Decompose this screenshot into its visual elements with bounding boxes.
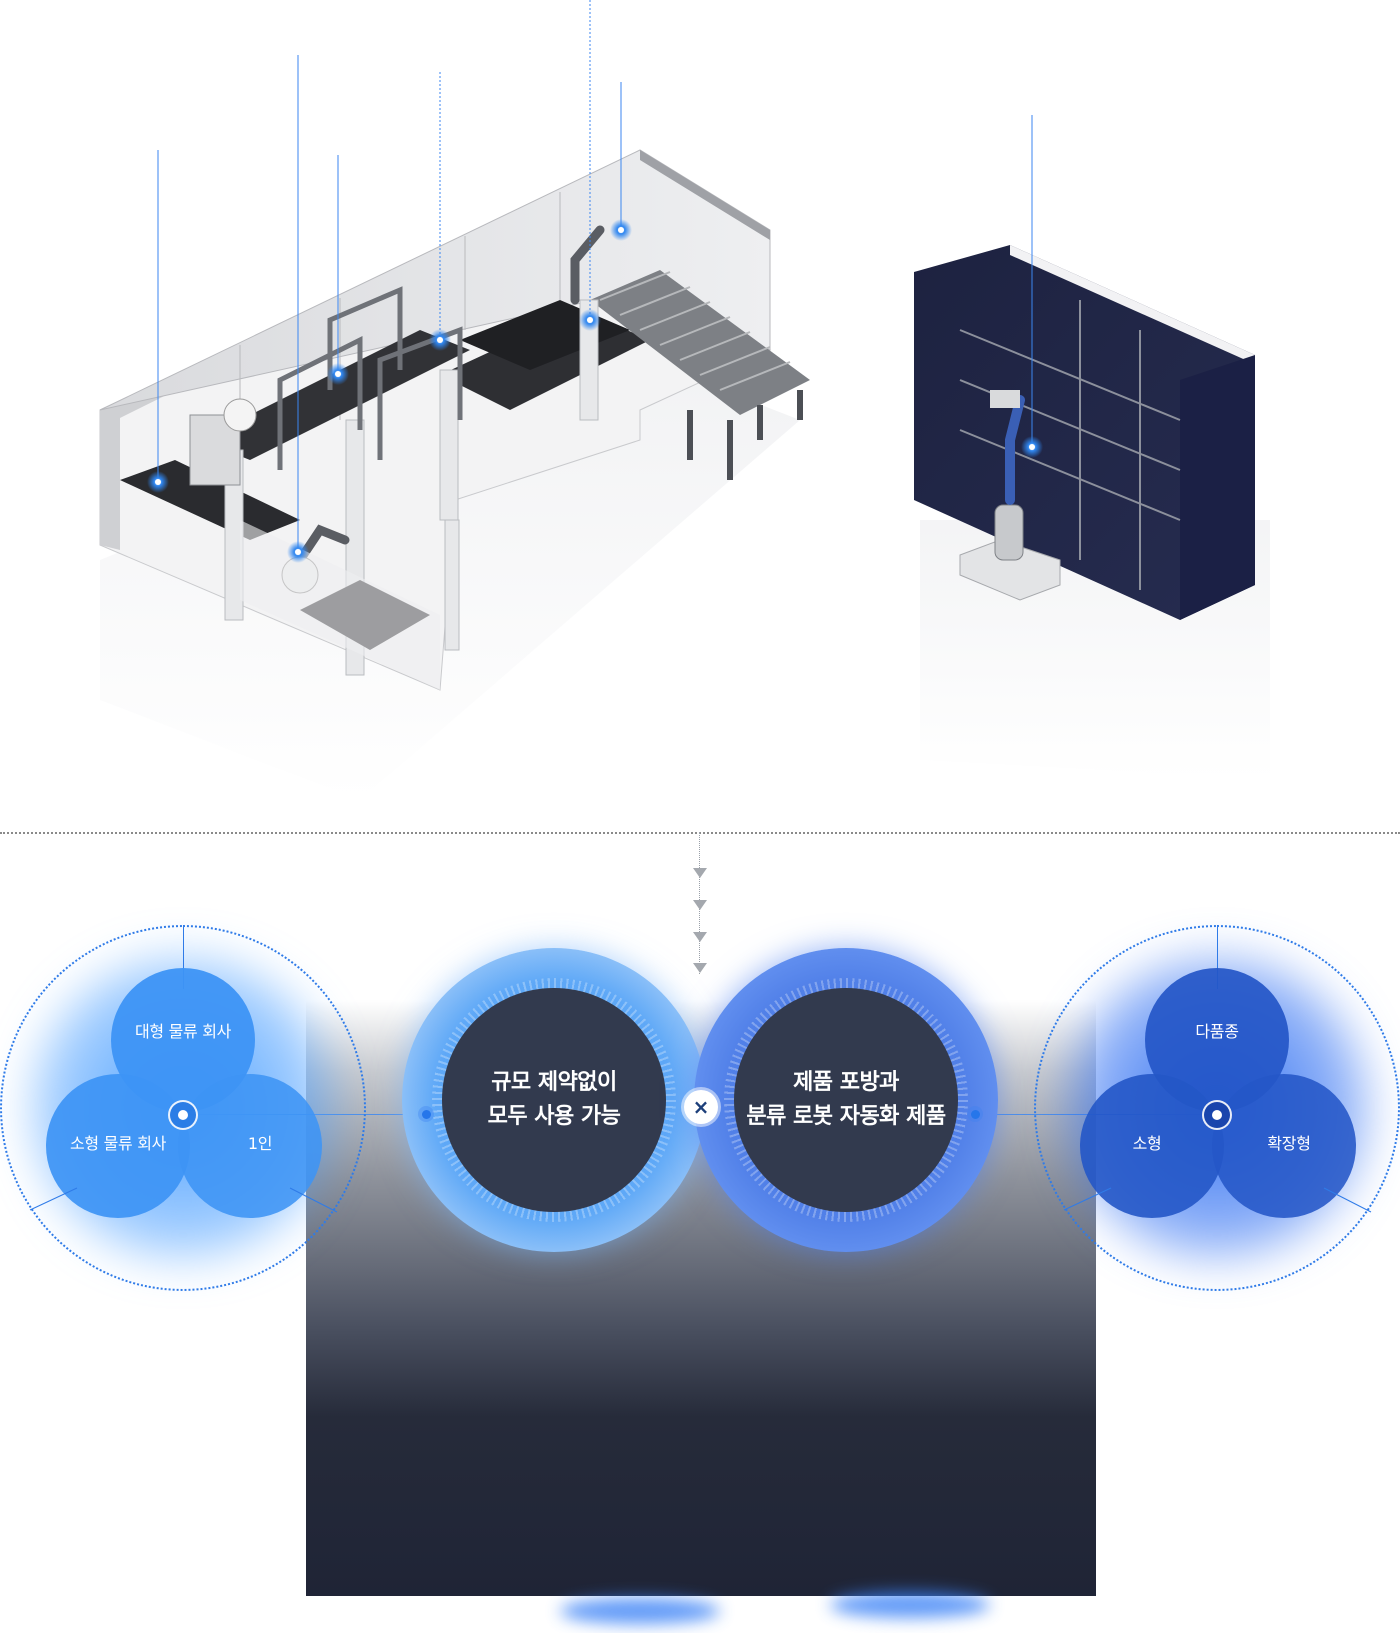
section-divider: [0, 832, 1400, 834]
venn-top-label: 다품종: [1195, 1022, 1239, 1041]
venn-right-label: 1인: [247, 1134, 273, 1153]
scale-line2: 모두 사용 가능: [487, 1104, 621, 1129]
venn-right-circle: 1인: [178, 1074, 322, 1218]
flow-arrows: [693, 832, 707, 974]
product-circle-text: 제품 포방과 분류 로봇 자동화 제품: [734, 988, 958, 1212]
venn-right-label: 확장형: [1267, 1134, 1311, 1153]
scale-circle: 규모 제약없이 모두 사용 가능: [402, 948, 706, 1252]
left-venn-ticks: [29, 1187, 338, 1213]
product-line2: 분류 로봇 자동화 제품: [746, 1104, 946, 1129]
product-line1: 제품 포방과: [793, 1070, 899, 1095]
connector-dot-left: [418, 1106, 434, 1122]
multiply-icon: ×: [684, 1090, 718, 1124]
venn-left-label: 소형: [1132, 1134, 1162, 1153]
venn-left-label: 소형 물류 회사: [69, 1134, 167, 1153]
panel-glow-left: [560, 1598, 720, 1624]
venn-center-dot: [168, 1100, 198, 1130]
scale-line1: 규모 제약없이: [491, 1070, 617, 1095]
scale-circle-text: 규모 제약없이 모두 사용 가능: [442, 988, 666, 1212]
robot-cell-illustration: [99, 0, 1270, 800]
product-illustration: [99, 0, 1270, 800]
connector-dot-right: [967, 1106, 983, 1122]
left-venn-diagram: 대형 물류 회사 소형 물류 회사 1인: [0, 925, 366, 1291]
venn-center-dot: [1202, 1100, 1232, 1130]
panel-glow-right: [830, 1592, 990, 1618]
right-venn-diagram: 다품종 소형 확장형: [1034, 925, 1400, 1291]
right-venn-ticks: [1063, 1187, 1372, 1213]
venn-left-circle: 소형: [1080, 1074, 1224, 1218]
venn-left-circle: 소형 물류 회사: [46, 1074, 190, 1218]
product-circle: 제품 포방과 분류 로봇 자동화 제품: [694, 948, 998, 1252]
venn-top-label: 대형 물류 회사: [134, 1022, 232, 1041]
venn-right-circle: 확장형: [1212, 1074, 1356, 1218]
